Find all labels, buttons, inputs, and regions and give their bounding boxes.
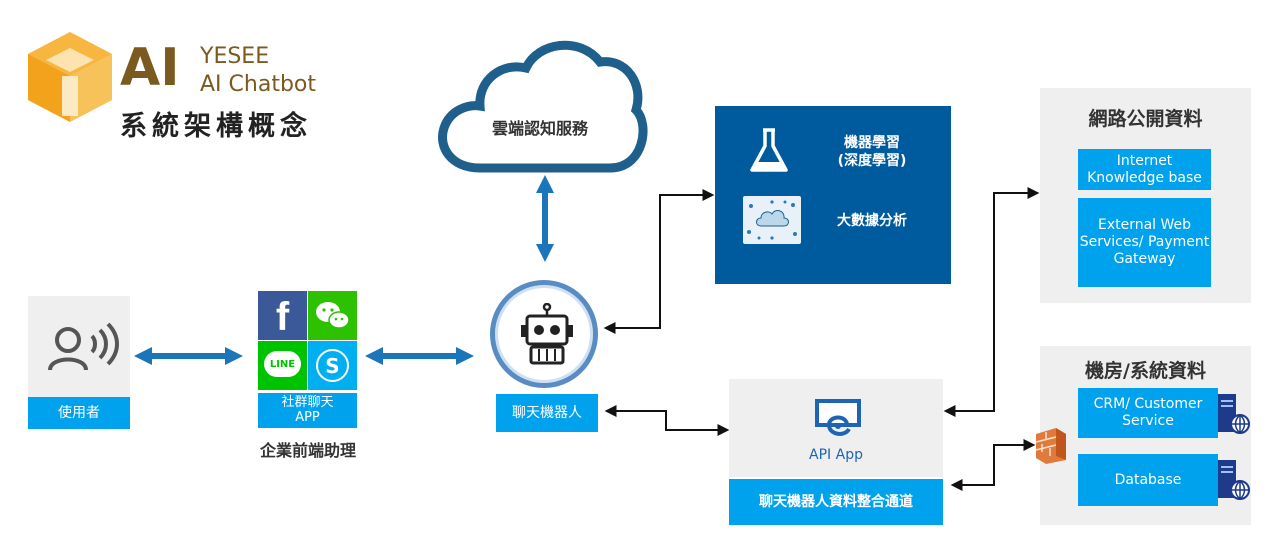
external-web-line2: Services/ Payment [1079, 234, 1210, 251]
flask-icon [750, 128, 788, 172]
internet-kb-line1: Internet [1116, 152, 1173, 169]
logo: AI YESEE AI Chatbot 系統架構概念 [20, 30, 340, 150]
social-apps-node: f LINE S 社群聊天 APP 企業前端助理 [258, 291, 368, 466]
api-app-icon [815, 399, 861, 436]
logo-brand: YESEE [200, 44, 270, 69]
ml-label-line2: (深度學習) [837, 153, 907, 169]
bigdata-label: 大數據分析 [837, 213, 907, 229]
skype-icon-text: S [325, 353, 340, 378]
firewall-icon [1035, 428, 1066, 464]
social-app-label-line1: 社群聊天 [281, 395, 334, 411]
server-globe-icon [1218, 394, 1250, 434]
cloud-cognitive-services: 雲端認知服務 [430, 28, 650, 178]
external-web-line3: Gateway [1113, 250, 1176, 267]
skype-icon: S [308, 341, 357, 390]
internet-knowledge-base: Internet Knowledge base [1078, 149, 1211, 190]
cloud-label: 雲端認知服務 [491, 119, 588, 138]
user-icon-box [28, 296, 130, 398]
chatbot-label: 聊天機器人 [496, 394, 598, 432]
external-web-services: External Web Services/ Payment Gateway [1078, 198, 1211, 287]
database: Database [1078, 454, 1218, 506]
arrow-bot-api [604, 405, 730, 436]
api-app-panel: API App [729, 379, 943, 477]
api-app-label: API App [809, 447, 863, 463]
user-label: 使用者 [28, 397, 130, 429]
public-data-panel: 網路公開資料 Internet Knowledge base External … [1040, 88, 1251, 303]
arrow-api-public [943, 187, 1040, 417]
arrow-bot-ml [603, 189, 715, 334]
logo-cube-icon [28, 32, 112, 122]
facebook-icon: f [258, 291, 307, 340]
internet-kb-line2: Knowledge base [1087, 169, 1202, 186]
logo-subtitle: 系統架構概念 [120, 111, 312, 142]
ml-box: 機器學習 (深度學習) 大數據分析 [715, 106, 951, 284]
public-data-title: 網路公開資料 [1088, 108, 1203, 130]
chatbot-circle [490, 280, 598, 388]
user-node: 使用者 [28, 296, 130, 433]
crm-customer-service: CRM/ Customer Service [1078, 388, 1218, 438]
data-integration-channel: 聊天機器人資料整合通道 [729, 479, 943, 525]
robot-icon [521, 303, 573, 365]
line-icon-text: LINE [269, 358, 296, 370]
bigdata-icon [743, 196, 801, 244]
system-data-panel: 機房/系統資料 CRM/ Customer Service Database [1040, 346, 1251, 525]
social-app-label: 社群聊天 APP [258, 393, 357, 428]
chatbot-node: 聊天機器人 [488, 278, 608, 432]
logo-ai-mark: AI [120, 38, 180, 98]
crm-line1: CRM/ Customer [1093, 396, 1203, 413]
system-data-title: 機房/系統資料 [1085, 360, 1206, 382]
wechat-icon [308, 291, 357, 340]
social-app-label-line2: APP [295, 409, 320, 425]
line-icon: LINE [258, 341, 307, 390]
cloud-icon [438, 40, 648, 173]
user-voice-icon [48, 322, 119, 371]
logo-product: AI Chatbot [200, 72, 316, 97]
external-web-line1: External Web [1097, 217, 1192, 234]
ml-label-line1: 機器學習 [844, 135, 900, 151]
server-globe-icon [1218, 460, 1250, 500]
arrow-api-firewall [950, 439, 1036, 491]
crm-line2: Service [1122, 413, 1174, 429]
frontend-assistant-caption: 企業前端助理 [259, 441, 356, 460]
